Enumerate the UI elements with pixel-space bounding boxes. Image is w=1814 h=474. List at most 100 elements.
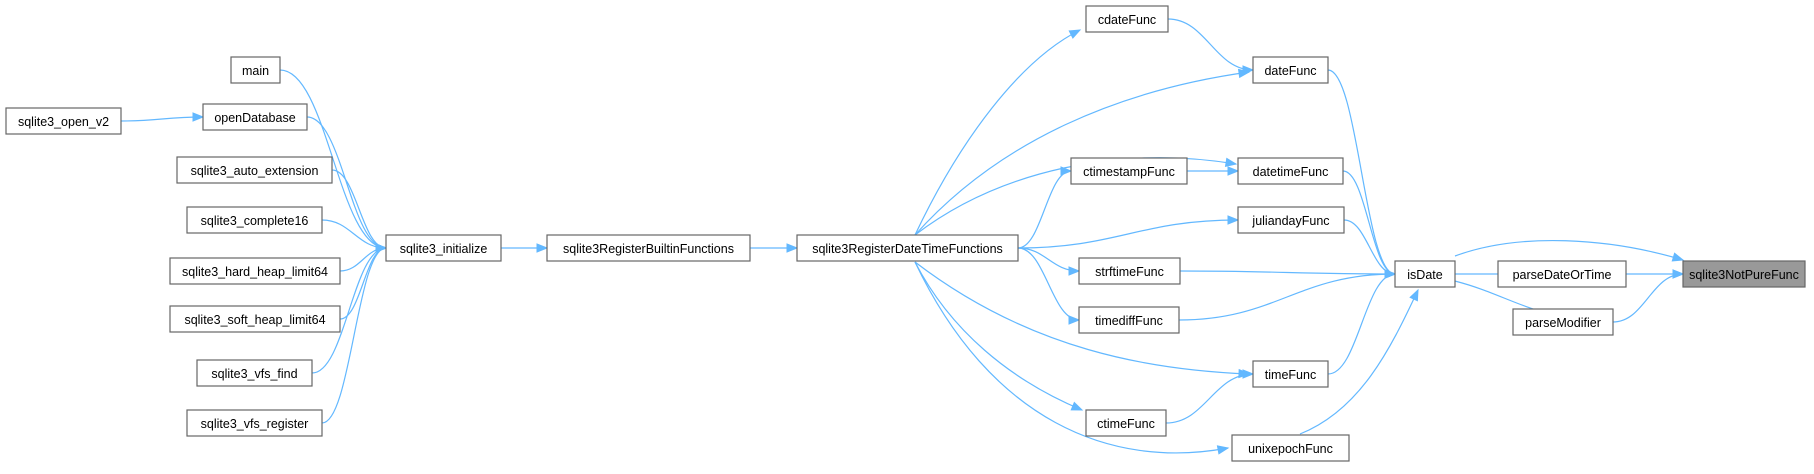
node-cdateFunc[interactable]: cdateFunc	[1085, 5, 1169, 33]
edge-n10-n1	[1178, 269, 1397, 321]
node-label: parseModifier	[1525, 316, 1601, 330]
node-parseDateOrTime[interactable]: parseDateOrTime	[1497, 260, 1627, 288]
edge-line-n11-n1	[1327, 273, 1396, 375]
edge-n1-n0	[1454, 239, 1685, 262]
node-sqlite3_complete16[interactable]: sqlite3_complete16	[186, 206, 323, 234]
edge-n14-n10	[1017, 247, 1081, 325]
node-box-dateFunc	[1252, 56, 1329, 84]
edge-arrowhead-n14-n7	[1224, 157, 1238, 167]
edge-arrowhead-n6-n7	[1227, 166, 1240, 176]
node-label: sqlite3_complete16	[201, 214, 309, 228]
node-box-sqlite3_hard_heap_limit64	[169, 257, 341, 285]
edge-arrowhead-n15-n14	[786, 243, 799, 253]
node-box-sqlite3RegisterBuiltinFunctions	[546, 234, 751, 262]
node-box-ctimestampFunc	[1070, 157, 1188, 185]
node-sqlite3_initialize[interactable]: sqlite3_initialize	[385, 234, 502, 262]
node-box-parseDateOrTime	[1497, 260, 1627, 288]
edge-arrowhead-n14-n8	[1227, 215, 1240, 225]
edge-arrowhead-n19-n18	[192, 112, 205, 122]
node-box-main	[230, 56, 281, 84]
node-sqlite3_vfs_find[interactable]: sqlite3_vfs_find	[196, 359, 313, 387]
node-box-sqlite3RegisterDateTimeFunctions	[796, 234, 1019, 262]
edge-arrowhead-n14-n10	[1068, 315, 1081, 325]
node-box-cdateFunc	[1085, 5, 1169, 33]
edge-line-n5-n1	[1327, 69, 1396, 275]
node-main[interactable]: main	[230, 56, 281, 84]
node-label: unixepochFunc	[1248, 442, 1333, 456]
edge-line-n25-n16	[321, 247, 387, 424]
node-label: cdateFunc	[1098, 13, 1156, 27]
node-ctimeFunc[interactable]: ctimeFunc	[1085, 409, 1167, 437]
edge-n4-n5	[1167, 18, 1255, 75]
edge-line-n14-n7	[914, 157, 1237, 236]
node-box-ctimeFunc	[1085, 409, 1167, 437]
node-sqlite3_vfs_register[interactable]: sqlite3_vfs_register	[186, 409, 323, 437]
node-label: juliandayFunc	[1251, 214, 1329, 228]
node-label: sqlite3_initialize	[400, 242, 488, 256]
node-strftimeFunc[interactable]: strftimeFunc	[1078, 257, 1181, 285]
node-box-sqlite3_initialize	[385, 234, 502, 262]
edge-line-n14-n13	[914, 261, 1229, 454]
edge-arrowhead-n16-n15	[536, 243, 549, 253]
node-label: sqlite3_vfs_register	[201, 417, 309, 431]
node-sqlite3RegisterBuiltinFunctions[interactable]: sqlite3RegisterBuiltinFunctions	[546, 234, 751, 262]
node-isDate[interactable]: isDate	[1394, 260, 1456, 288]
node-sqlite3_hard_heap_limit64[interactable]: sqlite3_hard_heap_limit64	[169, 257, 341, 285]
edge-line-n19-n18	[120, 116, 204, 122]
edge-n13-n1	[1299, 288, 1419, 435]
edge-line-n14-n4	[914, 29, 1081, 236]
nodes-layer: sqlite3NotPureFunc isDate parseDateOrTime p…	[5, 5, 1806, 462]
edge-n15-n14	[750, 243, 799, 253]
node-box-parseModifier	[1512, 308, 1614, 336]
node-label: timediffFunc	[1095, 314, 1163, 328]
node-juliandayFunc[interactable]: juliandayFunc	[1237, 206, 1345, 234]
edge-arrowhead-n14-n6	[1060, 166, 1073, 176]
node-label: timeFunc	[1265, 368, 1316, 382]
node-label: datetimeFunc	[1253, 165, 1329, 179]
node-parseModifier[interactable]: parseModifier	[1512, 308, 1614, 336]
node-openDatabase[interactable]: openDatabase	[202, 103, 308, 131]
node-label: sqlite3_vfs_find	[211, 367, 297, 381]
node-timeFunc[interactable]: timeFunc	[1252, 360, 1329, 388]
node-label: isDate	[1407, 268, 1442, 282]
edge-line-n14-n5	[914, 71, 1250, 236]
node-datetimeFunc[interactable]: datetimeFunc	[1237, 157, 1344, 185]
node-label: sqlite3RegisterBuiltinFunctions	[563, 242, 734, 256]
node-label: main	[242, 64, 269, 78]
node-unixepochFunc[interactable]: unixepochFunc	[1231, 434, 1350, 462]
node-box-datetimeFunc	[1237, 157, 1344, 185]
edge-arrowhead-n13-n1	[1409, 288, 1419, 302]
node-box-sqlite3_complete16	[186, 206, 323, 234]
node-label: ctimeFunc	[1097, 417, 1155, 431]
node-sqlite3_soft_heap_limit64[interactable]: sqlite3_soft_heap_limit64	[169, 305, 341, 333]
edge-n3-n0	[1612, 269, 1685, 323]
edge-n25-n16	[321, 243, 388, 424]
edge-n14-n4	[914, 29, 1082, 236]
node-sqlite3NotPureFunc[interactable]: sqlite3NotPureFunc	[1682, 260, 1806, 288]
node-sqlite3_open_v2[interactable]: sqlite3_open_v2	[5, 107, 122, 135]
node-label: sqlite3NotPureFunc	[1689, 268, 1799, 282]
node-label: parseDateOrTime	[1513, 268, 1612, 282]
edge-line-n13-n1	[1299, 289, 1419, 435]
edge-arrowhead-n14-n12	[1070, 401, 1084, 411]
edge-line-n7-n1	[1342, 170, 1396, 275]
edge-n14-n13	[914, 261, 1230, 455]
edge-arrowhead-n14-n4	[1068, 29, 1082, 39]
node-ctimestampFunc[interactable]: ctimestampFunc	[1070, 157, 1188, 185]
edge-line-n23-n16	[339, 247, 387, 320]
node-box-sqlite3_vfs_register	[186, 409, 323, 437]
node-box-strftimeFunc	[1078, 257, 1181, 285]
edge-arrowhead-n14-n11	[1238, 368, 1251, 379]
node-timediffFunc[interactable]: timediffFunc	[1078, 306, 1180, 334]
edge-n14-n8	[1017, 215, 1240, 249]
edge-line-n4-n5	[1167, 18, 1254, 71]
edge-n11-n1	[1327, 269, 1397, 375]
edge-n14-n5	[914, 68, 1251, 236]
edge-line-n18-n16	[306, 116, 387, 249]
node-box-juliandayFunc	[1237, 206, 1345, 234]
edge-n6-n7	[1186, 166, 1240, 176]
node-sqlite3_auto_extension[interactable]: sqlite3_auto_extension	[176, 156, 333, 184]
node-sqlite3RegisterDateTimeFunctions[interactable]: sqlite3RegisterDateTimeFunctions	[796, 234, 1019, 262]
node-dateFunc[interactable]: dateFunc	[1252, 56, 1329, 84]
edge-line-n9-n1	[1179, 270, 1396, 275]
